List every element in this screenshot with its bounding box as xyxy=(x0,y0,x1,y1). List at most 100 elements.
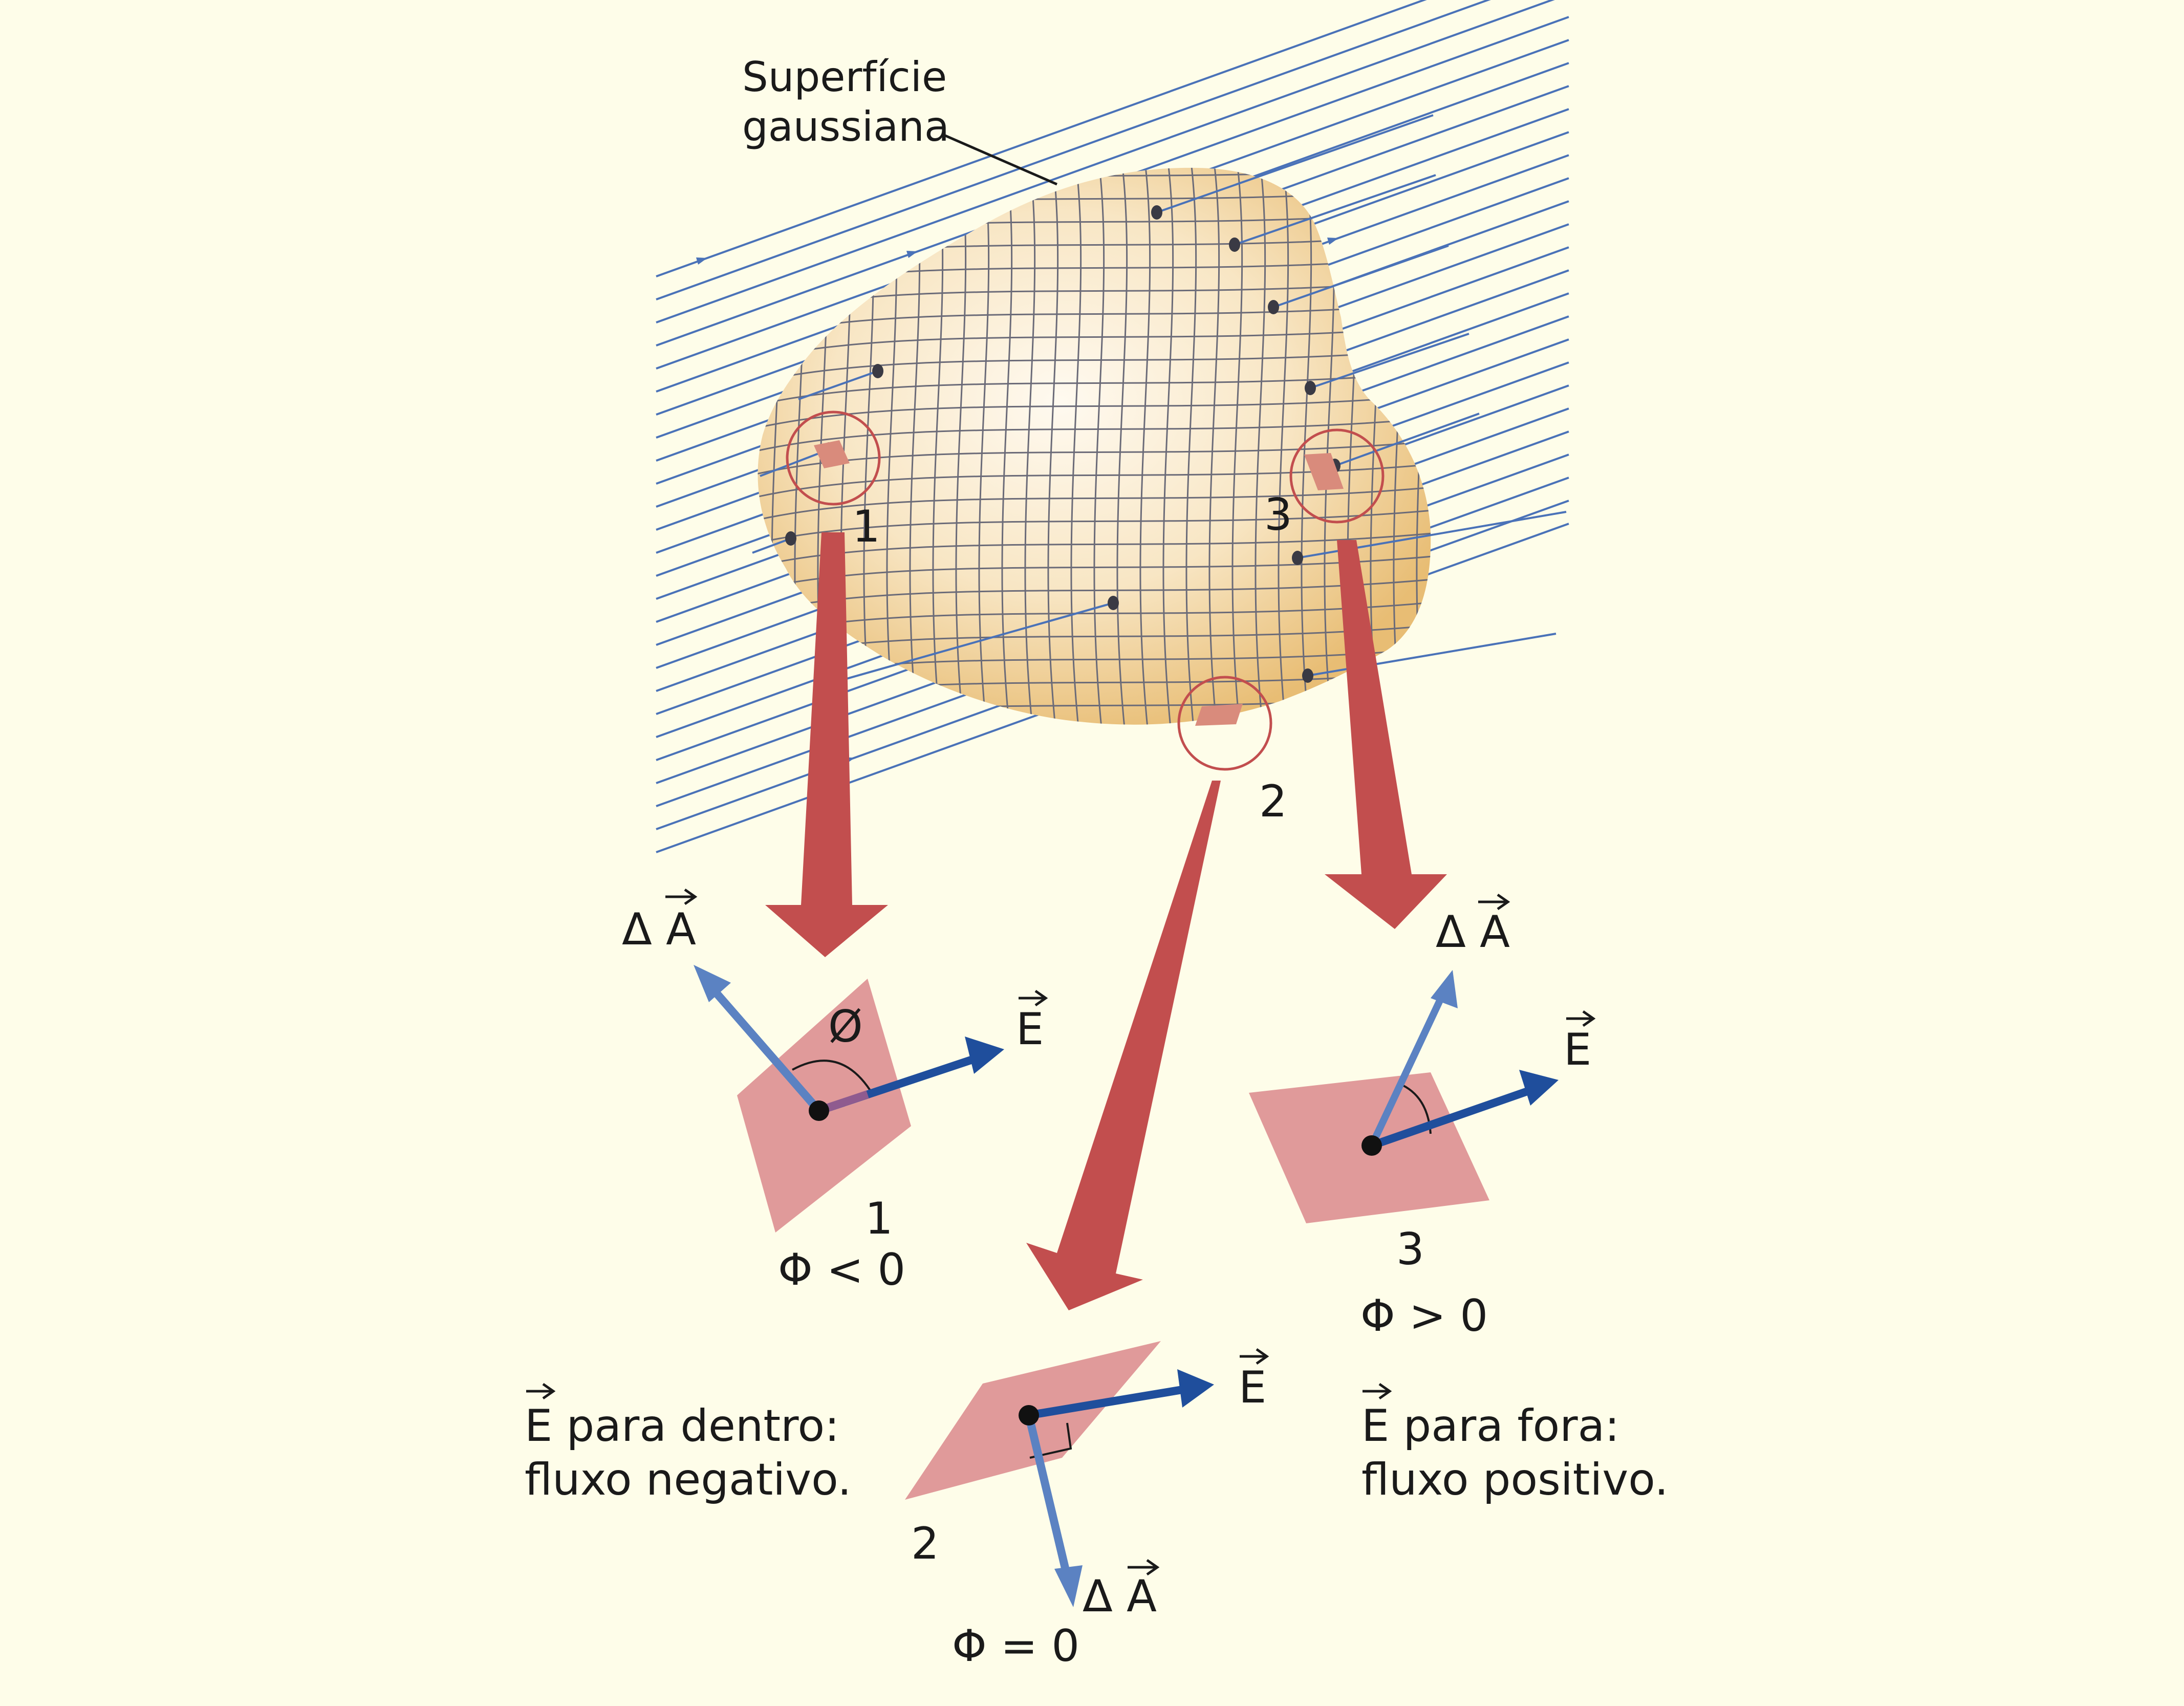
mesh-line xyxy=(758,485,1431,523)
case-2-flux: Φ = 0 xyxy=(952,1621,1079,1672)
highlight-circle-1 xyxy=(786,411,881,506)
label-leader-line xyxy=(941,133,1057,186)
overarrow-e-right-caption xyxy=(1363,1383,1392,1400)
case-3-e-vector xyxy=(1370,1086,1532,1150)
mesh-line xyxy=(1162,167,1174,725)
field-line-front xyxy=(798,370,878,400)
mesh-line xyxy=(1047,167,1059,725)
surface-point xyxy=(1292,551,1303,565)
mesh-line xyxy=(758,324,1431,362)
mesh-line xyxy=(1185,167,1197,725)
marker-1-label: 1 xyxy=(852,501,880,552)
case-2-number: 2 xyxy=(911,1518,939,1569)
surface-patch-3 xyxy=(1304,453,1344,490)
field-line-front xyxy=(752,537,791,554)
field-line-arrowhead xyxy=(696,257,707,265)
surface-point xyxy=(872,364,883,378)
case-2-area-vector-head xyxy=(1054,1565,1083,1607)
highlight-circle-2 xyxy=(1177,676,1272,771)
case-2-detail xyxy=(905,1341,1214,1607)
case-2-e-vector-head xyxy=(1177,1369,1214,1408)
field-line xyxy=(656,0,1427,277)
case-3-flux: Φ > 0 xyxy=(1360,1290,1488,1342)
overarrow-delta-a-1 xyxy=(665,888,698,905)
mesh-line xyxy=(1278,167,1289,725)
highlight-circle-3 xyxy=(1289,428,1385,524)
big-arrow-to-case-2 xyxy=(1026,781,1221,1310)
field-line-front xyxy=(1273,245,1449,308)
surface-label-line2: gaussiana xyxy=(742,103,949,150)
case-3-area-vector xyxy=(1368,991,1447,1147)
case-1-angle-arc xyxy=(792,1060,871,1091)
surface-point xyxy=(785,531,796,546)
field-line-front xyxy=(839,602,1114,682)
case-3-origin-dot xyxy=(1361,1135,1382,1156)
case-1-detail xyxy=(694,965,1004,1233)
field-line-front xyxy=(1310,333,1469,389)
overarrow-delta-a-2 xyxy=(1128,1559,1160,1576)
mesh-line xyxy=(1255,167,1266,725)
case-3-e-label: E xyxy=(1564,1024,1591,1075)
case-2-area-vector xyxy=(1025,1414,1071,1578)
mesh-line xyxy=(1231,167,1243,725)
left-caption-line2: fluxo negativo. xyxy=(525,1454,852,1505)
mesh-line xyxy=(758,416,1431,454)
overarrow-e-2 xyxy=(1240,1348,1269,1365)
case-1-area-vector xyxy=(704,980,823,1114)
mesh-line xyxy=(758,370,1431,408)
right-caption-line2: fluxo positivo. xyxy=(1361,1454,1669,1505)
mesh-line xyxy=(1301,167,1312,725)
overarrow-e-3 xyxy=(1566,1010,1596,1027)
mesh-line xyxy=(1139,167,1151,725)
surface-point xyxy=(1108,596,1119,610)
field-line-front xyxy=(1234,174,1436,246)
mesh-line xyxy=(1001,167,1013,725)
mesh-line xyxy=(978,167,990,725)
right-caption-line1: E para fora: xyxy=(1361,1400,1619,1452)
surface-patch-1 xyxy=(814,440,850,468)
field-line xyxy=(656,0,1491,300)
mesh-line xyxy=(758,393,1431,431)
case-1-angle-label: Ø xyxy=(828,1001,863,1052)
field-line xyxy=(656,0,1555,323)
surface-label-line1: Superfície xyxy=(742,53,947,101)
field-line-front xyxy=(1334,413,1480,467)
left-caption-line1: E para dentro: xyxy=(525,1400,839,1452)
mesh-line xyxy=(1024,167,1036,725)
mesh-line xyxy=(1416,167,1428,725)
mesh-line xyxy=(747,740,1443,775)
field-line-arrowhead xyxy=(1327,237,1338,245)
case-2-e-vector xyxy=(1028,1386,1183,1419)
field-line-arrowhead xyxy=(906,251,918,258)
vector-overarrows xyxy=(526,888,1596,1576)
case-3-area-vector-head xyxy=(1431,970,1458,1008)
case-2-area-label: Δ A xyxy=(1083,1571,1157,1622)
surface-point xyxy=(1229,237,1240,252)
case-3-area-label: Δ A xyxy=(1436,906,1510,958)
case-1-area-label: Δ A xyxy=(622,904,696,955)
mesh-line xyxy=(1116,167,1128,725)
mesh-line xyxy=(1070,167,1082,725)
marker-2-label: 2 xyxy=(1259,776,1287,827)
surface-patch-2 xyxy=(1195,704,1243,726)
mesh-line xyxy=(758,508,1431,546)
case-1-origin-dot xyxy=(809,1100,829,1121)
case-3-e-vector-head xyxy=(1519,1070,1559,1106)
case-1-e-label: E xyxy=(1016,1004,1044,1055)
case-1-number: 1 xyxy=(865,1193,893,1244)
field-line-front xyxy=(1156,114,1434,213)
case-2-right-angle xyxy=(1029,1422,1072,1459)
mesh-line xyxy=(1208,167,1220,725)
case-3-detail xyxy=(1249,970,1559,1223)
case-1-e-vector-head xyxy=(965,1036,1004,1074)
case-2-origin-dot xyxy=(1019,1405,1039,1426)
case-3-number: 3 xyxy=(1396,1224,1424,1275)
overarrow-e-left-caption xyxy=(526,1383,556,1400)
mesh-line xyxy=(1093,167,1105,725)
gaussian-surface xyxy=(758,167,1431,725)
mesh-line xyxy=(758,347,1431,385)
case-1-flux: Φ < 0 xyxy=(778,1244,905,1295)
case-1-area-vector-head xyxy=(694,965,731,1002)
surface-point xyxy=(1151,205,1162,220)
